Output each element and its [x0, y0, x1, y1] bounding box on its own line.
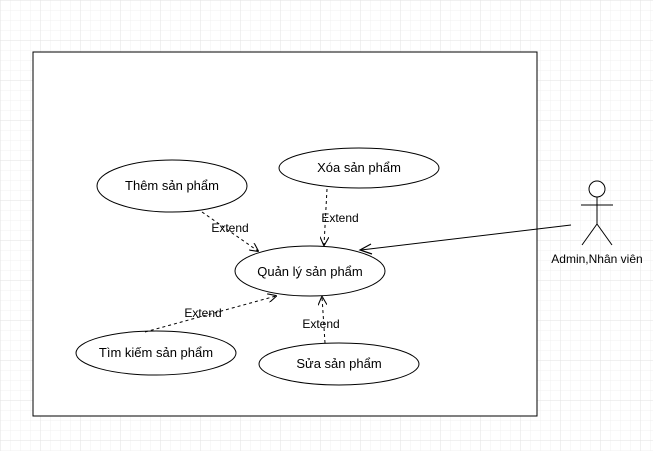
relation-extend-sua[interactable]: Extend: [302, 297, 340, 344]
usecase-timkiem-label: Tìm kiếm sản phẩm: [99, 345, 213, 360]
relation-extend-sua-label: Extend: [302, 317, 339, 331]
usecase-them-san-pham[interactable]: Thêm sản phẩm: [96, 159, 248, 213]
usecase-xoa-san-pham[interactable]: Xóa sản phẩm: [278, 147, 440, 189]
actor-label: Admin,Nhân viên: [551, 252, 642, 266]
relation-extend-xoa[interactable]: Extend: [321, 188, 359, 245]
relation-extend-them[interactable]: Extend: [201, 211, 258, 251]
usecase-sua-label: Sửa sản phẩm: [296, 356, 381, 371]
stick-figure-icon: [581, 180, 613, 246]
association-actor-quanly[interactable]: [358, 224, 572, 255]
usecase-quanly-label: Quản lý sản phẩm: [257, 264, 363, 279]
usecase-sua-san-pham[interactable]: Sửa sản phẩm: [258, 342, 420, 386]
usecase-tim-kiem-san-pham[interactable]: Tìm kiếm sản phẩm: [75, 330, 237, 376]
relation-extend-them-label: Extend: [211, 221, 248, 235]
usecase-quan-ly-san-pham[interactable]: Quản lý sản phẩm: [234, 245, 386, 297]
usecase-xoa-label: Xóa sản phẩm: [317, 160, 401, 175]
relation-extend-timkiem[interactable]: Extend: [144, 296, 276, 333]
actor-admin-nhan-vien[interactable]: Admin,Nhân viên: [551, 180, 643, 266]
relation-extend-timkiem-label: Extend: [184, 306, 221, 320]
usecase-them-label: Thêm sản phẩm: [125, 178, 219, 193]
relation-extend-xoa-label: Extend: [321, 211, 358, 225]
